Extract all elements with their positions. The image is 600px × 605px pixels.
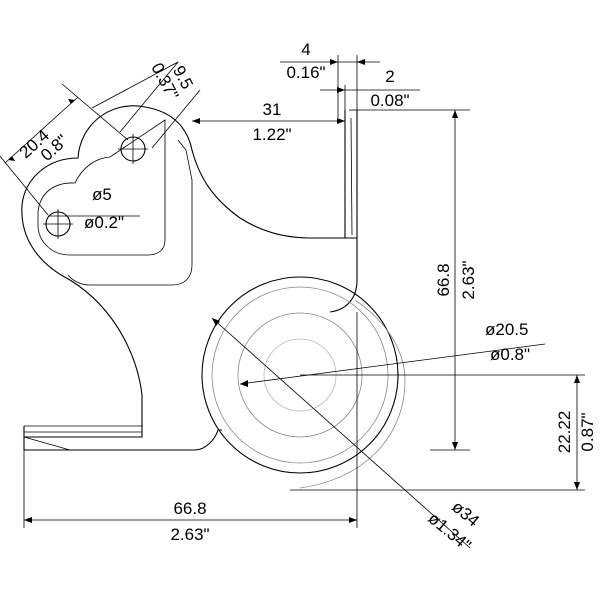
dim-wall-gap: 4 0.16" — [280, 40, 380, 118]
dim-width-mm: 66.8 — [173, 499, 206, 518]
wheel-circles — [201, 276, 406, 489]
dim-width-in: 2.63" — [170, 525, 209, 544]
dim-hole-dia: ø5 ø0.2" — [48, 185, 140, 232]
dim-center-height-in: 0.87" — [578, 412, 597, 451]
dim-wall-gap-in: 0.16" — [286, 63, 325, 82]
dim-inner-dia-mm: ø20.5 — [485, 320, 528, 339]
dim-height-mm: 66.8 — [434, 263, 453, 296]
dim-center-height-mm: 22.22 — [555, 411, 574, 454]
mounting-hole-lower — [43, 209, 73, 239]
dim-hole-dia-mm: ø5 — [92, 185, 112, 204]
dim-wall-thickness-mm: 2 — [385, 67, 394, 86]
dim-inner-dia: ø20.5 ø0.8" — [239, 320, 546, 387]
dim-center-height: 22.22 0.87" — [290, 374, 597, 491]
dim-height-in: 2.63" — [459, 260, 478, 299]
dim-height: 66.8 2.63" — [357, 109, 478, 451]
dim-width: 66.8 2.63" — [23, 312, 358, 544]
dim-flange-offset: 31 1.22" — [192, 100, 345, 144]
dim-hole-offset: 9.5 0.37" — [91, 60, 201, 149]
mounting-hole-upper — [118, 134, 148, 164]
corner-bracket-outline — [21, 105, 358, 451]
dim-wall-gap-mm: 4 — [301, 40, 310, 59]
dim-wall-thickness: 2 0.08" — [320, 67, 420, 110]
dim-wall-thickness-in: 0.08" — [370, 91, 409, 110]
dim-inner-dia-in: ø0.8" — [490, 345, 530, 364]
dim-flange-offset-in: 1.22" — [252, 125, 291, 144]
dim-outer-dia: ø34 ø1.34" — [211, 317, 483, 555]
dim-hole-dia-in: ø0.2" — [84, 213, 124, 232]
dim-flange-offset-mm: 31 — [263, 100, 282, 119]
